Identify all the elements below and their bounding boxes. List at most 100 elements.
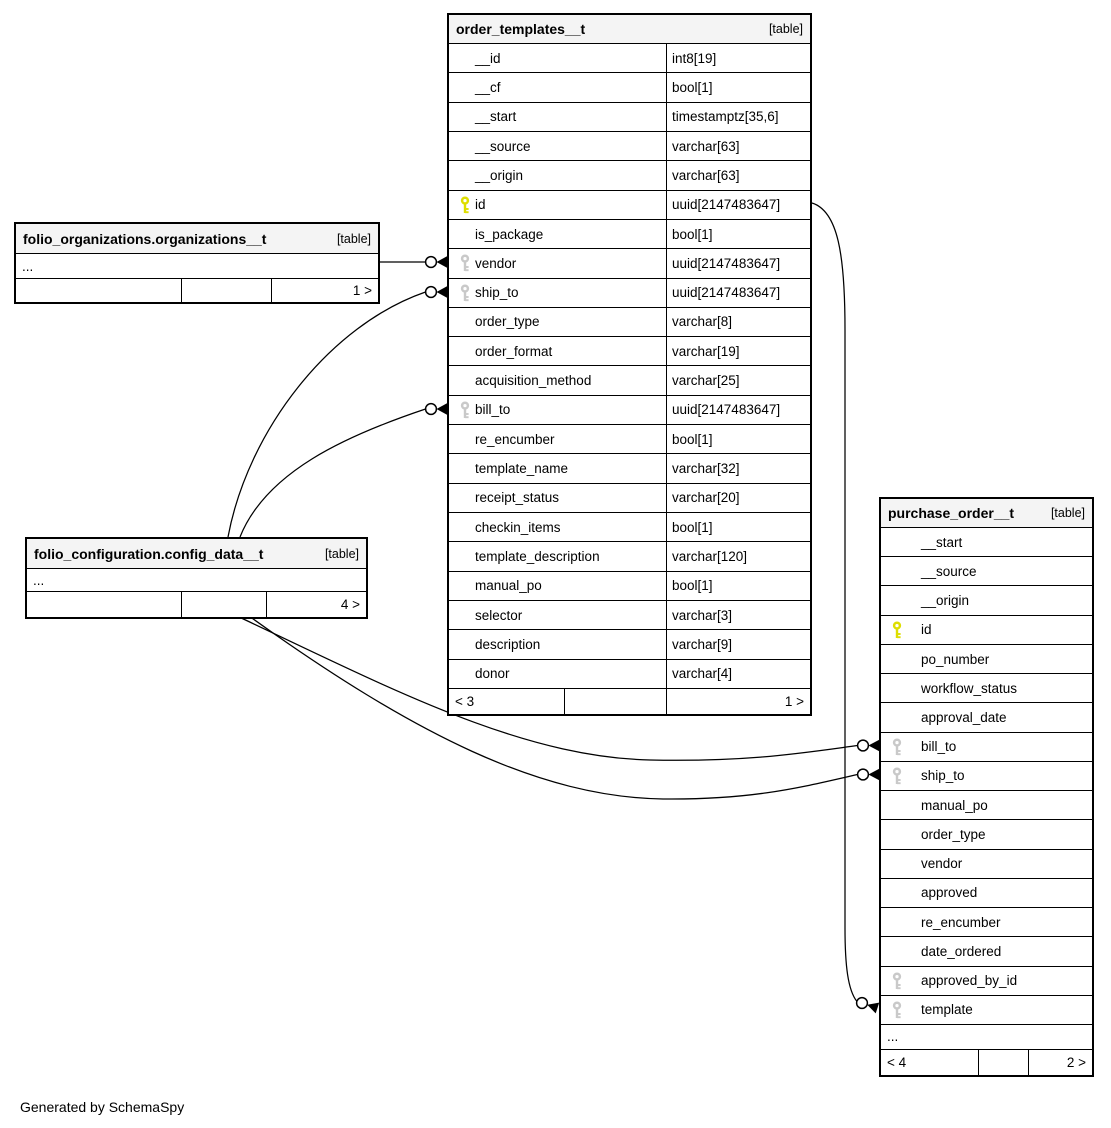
column-row-approved: approved: [881, 878, 1092, 909]
collapsed-columns-ellipsis: ...: [27, 569, 366, 592]
table-header[interactable]: purchase_order__t [table]: [881, 499, 1092, 528]
table-header[interactable]: order_templates__t [table]: [449, 15, 810, 44]
footer-left-cell: [16, 279, 182, 302]
column-type: bool[1]: [672, 431, 713, 447]
column-name: bill_to: [449, 395, 667, 425]
zero-or-one-circle-icon: [856, 739, 870, 752]
column-name: approved: [921, 885, 978, 901]
crow-arrow-icon: [867, 1002, 880, 1014]
crow-arrow-icon: [868, 739, 879, 752]
footer-middle-cell: [182, 592, 267, 617]
foreign-key-icon: [892, 1001, 902, 1019]
relationship-edge-folio-organizations-organizations-t-to-order-templates-t-vendor: [380, 255, 447, 269]
column-row-re_encumber: re_encumber: [881, 908, 1092, 938]
relationship-edge-order-templates-t-id-to-purchase-order-t-template: [811, 202, 880, 1014]
column-type: timestamptz[35,6]: [672, 109, 779, 125]
column-type: varchar[19]: [672, 343, 740, 359]
collapsed-columns-ellipsis: ...: [16, 254, 378, 279]
primary-key-icon: [892, 621, 902, 638]
table-title: purchase_order__t: [888, 505, 1015, 521]
column-row-ship_to: ship_to: [881, 761, 1092, 792]
foreign-key-icon: [892, 972, 902, 989]
column-type: varchar[120]: [672, 548, 748, 564]
column-type: bool[1]: [672, 519, 713, 535]
column-row-approval_date: approval_date: [881, 703, 1092, 733]
column-row-receipt_status: receipt_status varchar[20]: [449, 483, 810, 513]
column-row-po_number: po_number: [881, 644, 1092, 675]
foreign-key-icon: [892, 738, 902, 755]
table-title: order_templates__t: [456, 21, 586, 37]
column-type: bool[1]: [672, 578, 713, 594]
table-purchase-order-t[interactable]: purchase_order__t [table] __start __source _…: [879, 497, 1094, 1077]
table-footer: 1 >: [16, 279, 378, 302]
column-name: __id: [449, 44, 667, 73]
column-name: __start: [449, 102, 667, 131]
column-row-date_ordered: date_ordered: [881, 937, 1092, 967]
column-row-template: template: [881, 995, 1092, 1025]
column-type: varchar[8]: [672, 314, 733, 330]
column-name: approved_by_id: [921, 973, 1018, 989]
column-type: uuid[2147483647]: [672, 285, 781, 301]
table-header[interactable]: folio_configuration.config_data__t[table…: [27, 539, 366, 569]
table-tag: [table]: [768, 22, 803, 36]
footer-middle-cell: [182, 279, 272, 302]
column-name: workflow_status: [921, 680, 1018, 696]
column-name: approval_date: [921, 710, 1007, 726]
column-row-template_name: template_name varchar[32]: [449, 454, 810, 484]
collapsed-columns-ellipsis: ...: [881, 1024, 1092, 1050]
column-name: selector: [449, 600, 667, 630]
column-name: vendor: [449, 249, 667, 278]
relationship-line: [239, 408, 426, 538]
column-name: template_name: [449, 454, 667, 483]
column-type: varchar[63]: [672, 138, 740, 154]
zero-or-one-circle-icon: [855, 996, 869, 1010]
column-name: po_number: [921, 651, 990, 667]
column-row-vendor: vendor: [881, 849, 1092, 879]
column-name: checkin_items: [449, 513, 667, 542]
footer-left-cell: [27, 592, 182, 617]
column-row-__origin: __origin: [881, 586, 1092, 616]
column-name: is_package: [449, 219, 667, 249]
column-name: __origin: [921, 593, 970, 609]
column-name: __start: [921, 534, 963, 550]
column-type: varchar[20]: [672, 490, 740, 506]
column-name: date_ordered: [921, 943, 1002, 959]
zero-or-one-circle-icon: [856, 768, 870, 781]
column-name: manual_po: [921, 797, 988, 813]
table-folio-organizations-organizations-t[interactable]: folio_organizations.organizations__t[tab…: [14, 222, 380, 304]
table-header[interactable]: folio_organizations.organizations__t[tab…: [16, 224, 378, 254]
foreign-key-icon: [460, 401, 470, 419]
column-type: varchar[32]: [672, 461, 740, 477]
column-row-order_type: order_type varchar[8]: [449, 307, 810, 338]
column-row-__source: __source: [881, 557, 1092, 587]
primary-key-icon: [460, 196, 470, 213]
relationship-line: [227, 291, 426, 538]
table-tag: [table]: [336, 231, 371, 246]
column-name: __source: [921, 563, 977, 579]
generated-by-note: Generated by SchemaSpy: [20, 1099, 185, 1115]
column-name: bill_to: [921, 739, 957, 755]
table-folio-configuration-config-data-t[interactable]: folio_configuration.config_data__t[table…: [25, 537, 368, 619]
column-type: varchar[3]: [672, 607, 733, 623]
column-name: __origin: [449, 161, 667, 190]
foreign-key-icon: [460, 284, 470, 301]
footer-middle-cell: [565, 688, 667, 714]
footer-right-cell: 4 >: [340, 597, 360, 612]
relationship-edge-folio-configuration-config-data-t-to-order-templates-t-bill-to: [239, 402, 447, 538]
table-tag: [table]: [1050, 506, 1085, 520]
column-row-manual_po: manual_po: [881, 791, 1092, 821]
column-name: order_type: [449, 307, 667, 337]
column-name: receipt_status: [449, 483, 667, 512]
